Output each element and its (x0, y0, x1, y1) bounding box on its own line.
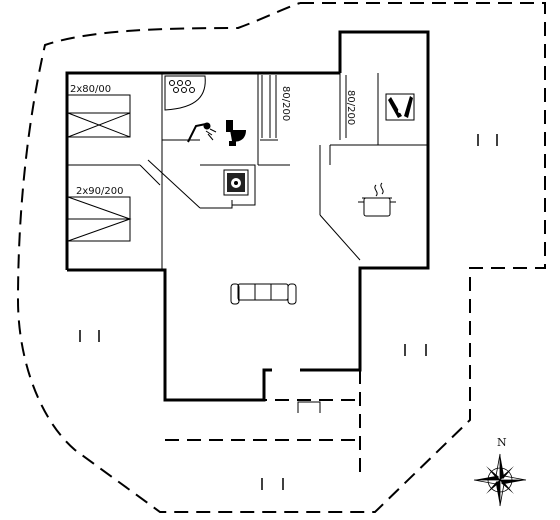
compass-rose-icon (473, 453, 527, 507)
bed-label-bedroom-4: 80/200 (345, 90, 356, 125)
house-walls (65, 30, 430, 402)
sofa-icon (230, 283, 297, 305)
bed-2 (67, 196, 132, 242)
washing-machine-icon (223, 169, 249, 196)
toilet-icon (226, 120, 246, 146)
terrace-outline (16, 2, 546, 513)
bed-label-bedroom-1: 2x80/00 (70, 84, 111, 95)
bed-1 (67, 94, 131, 138)
compass-north-label: N (497, 436, 507, 449)
terrace-ticks (79, 134, 498, 490)
shower-icon (187, 122, 217, 143)
sauna-icon (385, 93, 415, 121)
bed-label-bedroom-2: 2x90/200 (76, 186, 123, 197)
outdoor-step (297, 401, 321, 413)
bed-label-bedroom-3: 80/200 (280, 86, 291, 121)
cooking-pot-icon (358, 182, 396, 217)
hot-tub-icon (164, 75, 206, 111)
